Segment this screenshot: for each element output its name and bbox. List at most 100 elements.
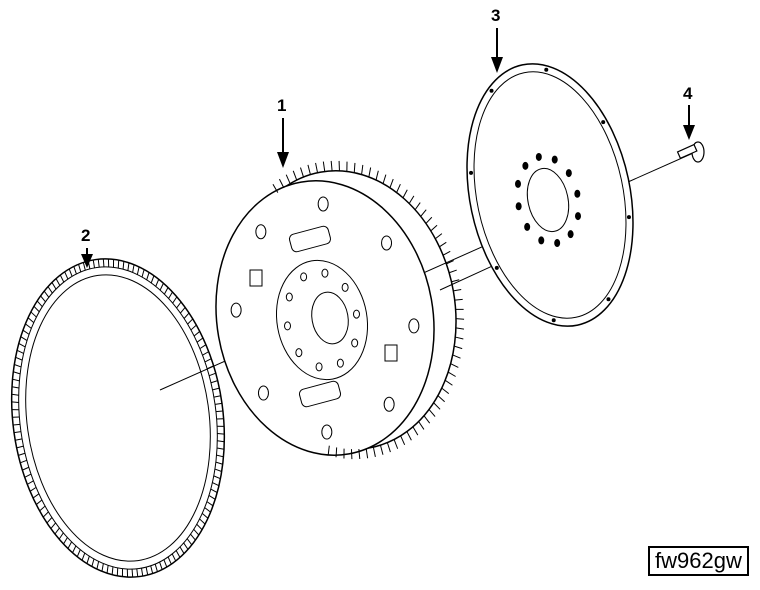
gear-tooth (327, 445, 330, 456)
gear-tooth (322, 161, 326, 172)
figure-id-label: fw962gw (648, 546, 749, 576)
gear-tooth (39, 505, 46, 512)
gear-tooth (435, 233, 443, 240)
gear-tooth (214, 402, 223, 405)
bolt-hole (565, 169, 572, 178)
gear-tooth (127, 262, 130, 271)
gear-tooth (447, 371, 456, 377)
gear-tooth (73, 266, 77, 275)
gear-tooth (40, 295, 46, 303)
gear-tooth (68, 268, 73, 277)
gear-tooth (106, 565, 109, 574)
gear-tooth (437, 395, 445, 403)
gear-tooth (35, 499, 43, 505)
bolt-hole (317, 196, 329, 212)
gear-tooth (199, 344, 207, 350)
gear-tooth (454, 298, 463, 301)
gear-tooth (212, 482, 220, 487)
gear-tooth (24, 473, 32, 478)
gear-tooth (442, 250, 451, 256)
gear-tooth (20, 459, 28, 464)
gear-tooth (412, 426, 419, 436)
gear-tooth (382, 174, 387, 184)
bolt-hole (315, 362, 323, 372)
gear-tooth (132, 264, 135, 273)
gear-tooth (455, 327, 465, 330)
gear-tooth (408, 195, 415, 204)
gear-tooth (18, 342, 26, 348)
bolt-hole (321, 424, 333, 440)
gear-tooth (213, 395, 221, 398)
gear-tooth (292, 170, 298, 181)
gear-tooth (146, 272, 150, 280)
gear-tooth (172, 296, 178, 304)
gear-tooth (72, 545, 77, 553)
gear-tooth (63, 537, 68, 545)
gear-tooth (441, 387, 450, 395)
gear-tooth (78, 264, 82, 273)
bolt-hole (574, 212, 581, 221)
gear-tooth (452, 354, 461, 359)
gear-tooth (22, 466, 30, 471)
gear-tooth (42, 511, 49, 518)
bolt-hole (469, 170, 474, 175)
gear-tooth (97, 259, 100, 268)
gear-tooth (396, 183, 401, 193)
bolt-hole (336, 358, 344, 368)
gear-tooth (122, 261, 125, 270)
gear-tooth (389, 178, 394, 189)
gear-tooth (272, 183, 279, 193)
gear-tooth (372, 446, 376, 457)
gear-tooth (58, 532, 64, 540)
bolt-hole (351, 338, 359, 348)
bolt-hole (601, 120, 606, 125)
gear-tooth (86, 556, 90, 564)
gear-tooth (25, 323, 32, 329)
bolt-hole (515, 179, 522, 188)
gear-tooth (365, 448, 369, 459)
bolt-hole (321, 268, 329, 278)
gear-tooth (159, 561, 163, 570)
gear-tooth (196, 523, 203, 531)
bolt-hole (408, 318, 420, 334)
gear-tooth (216, 454, 224, 458)
gear-tooth (217, 433, 225, 435)
gear-tooth (20, 336, 28, 341)
gear-tooth (217, 440, 225, 443)
gear-tooth (154, 563, 158, 572)
gear-tooth (414, 202, 421, 211)
gear-tooth (16, 349, 24, 354)
gear-tooth (92, 259, 96, 268)
bolt-hole (494, 265, 499, 270)
gear-tooth (101, 563, 104, 572)
callout-arrow-2 (81, 248, 93, 268)
bolt-hole (295, 348, 303, 358)
gear-tooth (193, 331, 201, 337)
gear-tooth (11, 393, 19, 396)
gear-tooth (163, 559, 168, 568)
bolt-hole (255, 224, 267, 240)
gear-tooth (27, 317, 35, 324)
gear-tooth (204, 507, 211, 513)
gear-tooth (163, 287, 169, 295)
gear-tooth (285, 174, 291, 184)
gear-tooth (13, 371, 21, 375)
gear-tooth (400, 435, 406, 446)
gear-tooth (46, 517, 53, 524)
gear-tooth (425, 216, 433, 224)
bolt-hole (284, 321, 292, 331)
bolt-hole (606, 297, 611, 302)
gear-tooth (451, 279, 460, 283)
bolt (676, 141, 705, 163)
gear-tooth (15, 356, 23, 361)
gear-tooth (59, 274, 65, 283)
gear-tooth (212, 387, 220, 391)
bolt-hole (626, 215, 631, 220)
gear-tooth (453, 289, 462, 292)
gear-tooth (186, 538, 193, 546)
gear-tooth (204, 358, 212, 363)
gear-tooth (179, 546, 185, 554)
gear-tooth (43, 290, 50, 298)
gear-tooth (64, 271, 69, 280)
